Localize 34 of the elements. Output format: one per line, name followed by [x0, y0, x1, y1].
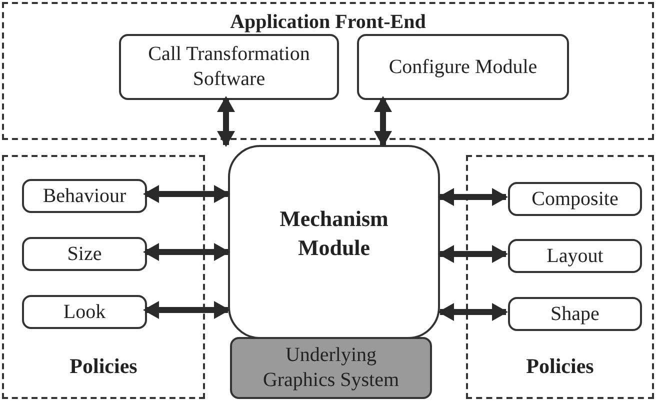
dashed-group-frame [2, 155, 205, 399]
double-arrow [438, 188, 508, 206]
box-label: Behaviour [42, 184, 126, 208]
group-title: Application Front-End [230, 10, 426, 35]
rounded-box [22, 295, 147, 329]
rounded-box [508, 297, 642, 331]
double-arrow [143, 243, 230, 261]
double-arrow [217, 96, 235, 147]
box-label: Mechanism Module [278, 205, 390, 262]
double-arrow [438, 245, 508, 263]
rounded-box [119, 34, 339, 100]
box-label: Call Transformation Software [147, 42, 311, 92]
box-label: Layout [546, 244, 604, 268]
double-arrow [438, 303, 508, 321]
double-arrow [374, 96, 392, 147]
rounded-box [508, 239, 642, 273]
shaded-box [230, 337, 432, 399]
box-label: Composite [532, 186, 618, 212]
box-label: Shape [550, 302, 600, 326]
module-box [228, 145, 440, 339]
double-arrow [143, 185, 230, 203]
double-arrow [143, 301, 230, 319]
rounded-box [357, 34, 569, 100]
dashed-group-frame [2, 2, 654, 140]
box-label: Configure Module [388, 54, 538, 80]
dashed-group-frame [466, 155, 654, 399]
rounded-box [22, 237, 147, 271]
box-label: Underlying Graphics System [262, 343, 400, 393]
group-title: Policies [526, 352, 594, 379]
box-label: Look [63, 300, 106, 324]
rounded-box [508, 182, 642, 216]
box-label: Size [67, 242, 102, 266]
group-title: Policies [70, 352, 138, 379]
rounded-box [22, 179, 147, 213]
